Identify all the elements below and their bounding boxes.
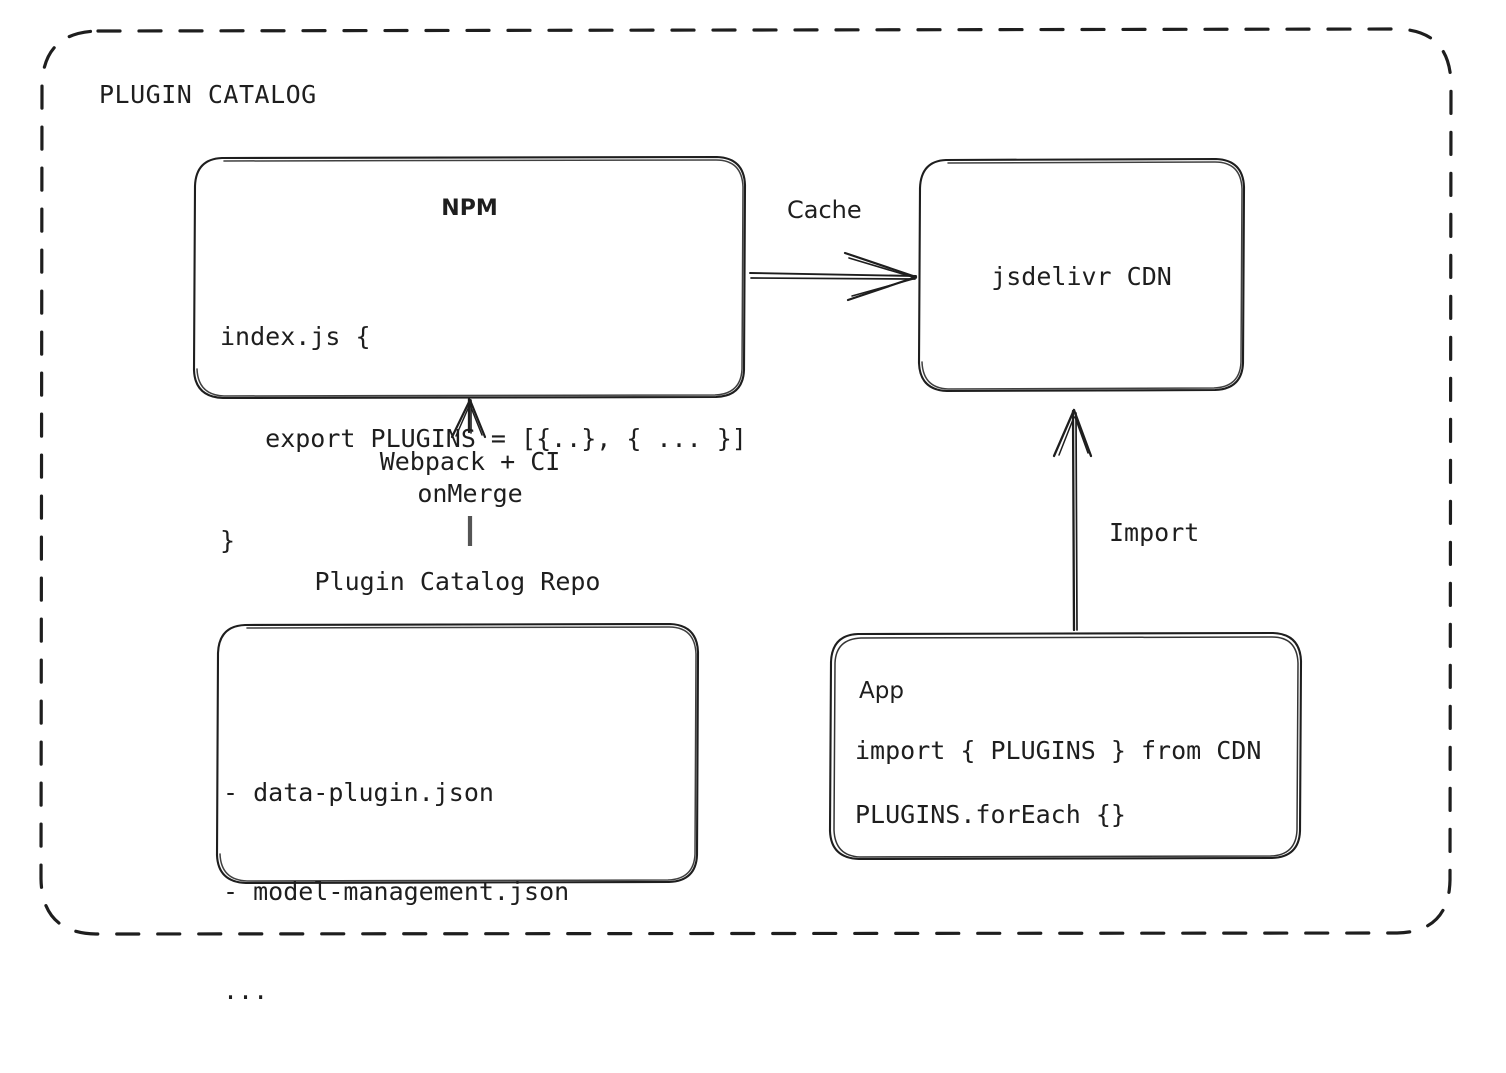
import-edge-label: Import	[1109, 518, 1200, 547]
npm-node-shape	[192, 155, 747, 400]
plugin-catalog-container-border	[39, 27, 1453, 936]
npm-code-line-1: index.js {	[220, 322, 371, 351]
app-code-line-2: PLUGINS.forEach {}	[855, 800, 1126, 829]
npm-node-code: index.js { export PLUGINS = [{..}, { ...…	[220, 252, 747, 626]
diagram-canvas: PLUGIN CATALOG NPM index.js { export PLU…	[39, 27, 1453, 1005]
cache-edge-label: Cache	[787, 196, 862, 224]
repo-file-item-3: ...	[223, 976, 269, 1005]
cdn-node-title: jsdelivr CDN	[991, 262, 1172, 291]
npm-node-title: NPM	[441, 196, 498, 221]
npm-code-line-3: }	[220, 526, 236, 555]
build-edge-label-line1: Webpack + CI	[379, 447, 561, 476]
app-node-shape	[828, 631, 1303, 861]
repo-node-file-list: - data-plugin.json - model-management.js…	[223, 710, 569, 1073]
cdn-node-shape	[917, 157, 1246, 393]
diagram-vector-layer	[39, 27, 1453, 936]
repo-node-caption: Plugin Catalog Repo	[314, 567, 601, 596]
plugin-catalog-title: PLUGIN CATALOG	[99, 80, 317, 109]
build-edge-label-line2: onMerge	[417, 479, 523, 508]
repo-file-item-1: - data-plugin.json	[223, 778, 494, 807]
cache-arrow	[749, 251, 918, 302]
app-code-line-1: import { PLUGINS } from CDN	[855, 736, 1262, 765]
build-arrow	[450, 397, 487, 546]
npm-code-line-2: export PLUGINS = [{..}, { ... }]	[220, 424, 747, 453]
repo-node-shape	[215, 622, 700, 885]
repo-file-item-2: - model-management.json	[223, 877, 570, 906]
import-arrow	[1052, 408, 1093, 632]
app-node-title: App	[859, 678, 904, 704]
